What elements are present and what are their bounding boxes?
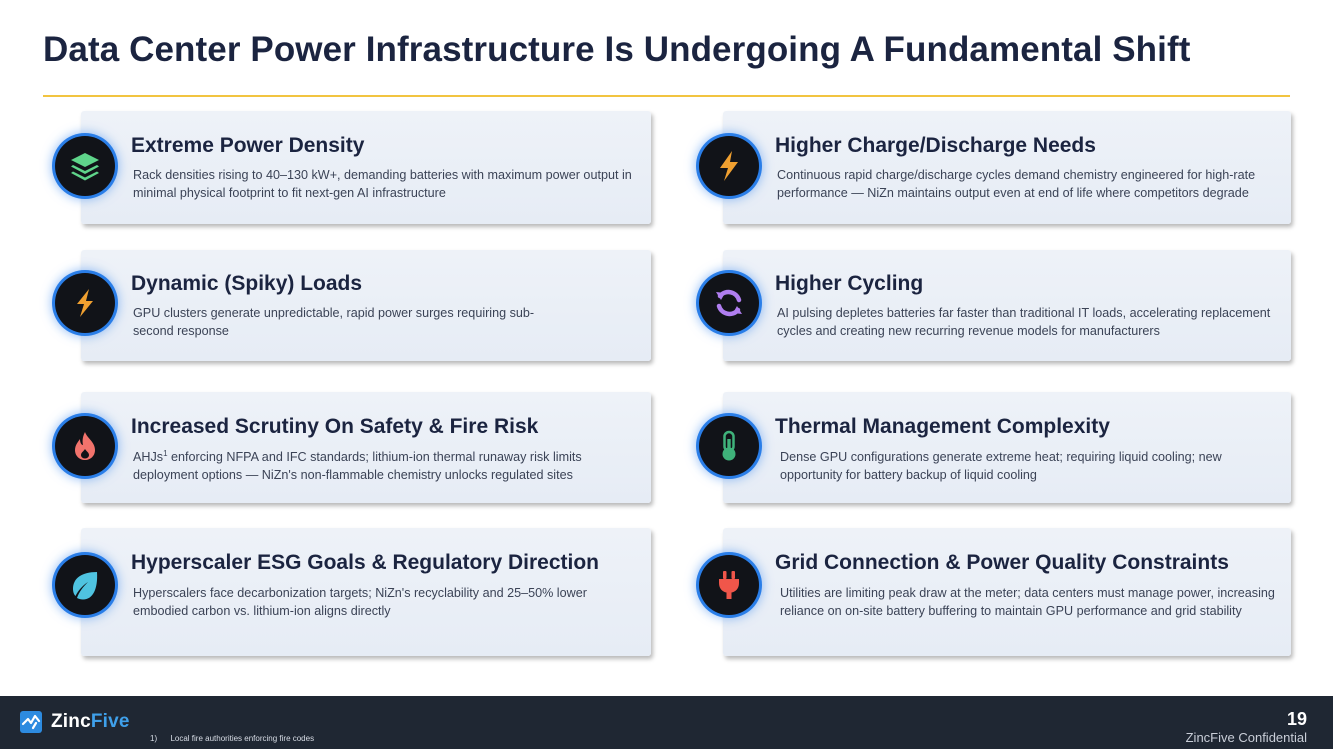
flame-icon bbox=[55, 416, 115, 476]
confidential-label: ZincFive Confidential bbox=[1185, 730, 1307, 745]
refresh-cycle-icon bbox=[699, 273, 759, 333]
brand-name: ZincFive bbox=[51, 711, 130, 733]
lightning-bolt-icon bbox=[699, 136, 759, 196]
thermometer-icon bbox=[699, 416, 759, 476]
footnote: 1) Local fire authorities enforcing fire… bbox=[150, 734, 315, 743]
card-description: Rack densities rising to 40–130 kW+, dem… bbox=[133, 168, 632, 200]
card-description: Utilities are limiting peak draw at the … bbox=[780, 586, 1275, 618]
lightning-bolt-icon bbox=[55, 273, 115, 333]
card-title: Extreme Power Density bbox=[131, 134, 365, 157]
power-plug-icon bbox=[699, 555, 759, 615]
card-description: AHJs1 enforcing NFPA and IFC standards; … bbox=[133, 448, 638, 484]
card-description: GPU clusters generate unpredictable, rap… bbox=[133, 306, 535, 338]
card-title: Increased Scrutiny On Safety & Fire Risk bbox=[131, 415, 539, 438]
card-grid-connection bbox=[723, 528, 1291, 656]
card-description-body: enforcing NFPA and IFC standards; lithiu… bbox=[133, 450, 582, 482]
footer-bar: ZincFive 1) Local fire authorities enfor… bbox=[0, 696, 1333, 749]
card-safety-fire-risk bbox=[81, 392, 651, 503]
page-number: 19 bbox=[1286, 709, 1307, 729]
card-extreme-power-density bbox=[81, 111, 651, 224]
leaf-icon bbox=[55, 555, 115, 615]
zincfive-logo: ZincFive bbox=[20, 711, 130, 733]
card-title: Higher Charge/Discharge Needs bbox=[775, 134, 1096, 157]
slide-title: Data Center Power Infrastructure Is Unde… bbox=[43, 30, 1191, 69]
brand-name-five: Five bbox=[90, 711, 130, 732]
card-hyperscaler-esg bbox=[81, 528, 651, 656]
card-description: Dense GPU configurations generate extrem… bbox=[780, 450, 1222, 482]
brand-name-zinc: Zinc bbox=[51, 711, 91, 732]
title-divider bbox=[43, 95, 1290, 97]
card-title: Thermal Management Complexity bbox=[775, 415, 1110, 438]
card-title: Hyperscaler ESG Goals & Regulatory Direc… bbox=[131, 551, 599, 574]
card-description: Hyperscalers face decarbonization target… bbox=[133, 586, 587, 618]
card-higher-cycling bbox=[723, 250, 1291, 361]
zincfive-logo-icon bbox=[20, 711, 42, 733]
card-description: Continuous rapid charge/discharge cycles… bbox=[777, 168, 1256, 200]
card-title: Higher Cycling bbox=[775, 272, 924, 295]
ahj-term: AHJs bbox=[133, 450, 164, 464]
card-description: AI pulsing depletes batteries far faster… bbox=[777, 306, 1271, 338]
card-title: Dynamic (Spiky) Loads bbox=[131, 272, 363, 295]
card-higher-charge-discharge bbox=[723, 111, 1291, 224]
stacked-layers-icon bbox=[55, 136, 115, 196]
card-dynamic-spiky-loads bbox=[81, 250, 651, 361]
card-thermal-management bbox=[723, 392, 1291, 503]
footnote-marker: 1 bbox=[163, 448, 168, 458]
card-title: Grid Connection & Power Quality Constrai… bbox=[775, 551, 1229, 574]
